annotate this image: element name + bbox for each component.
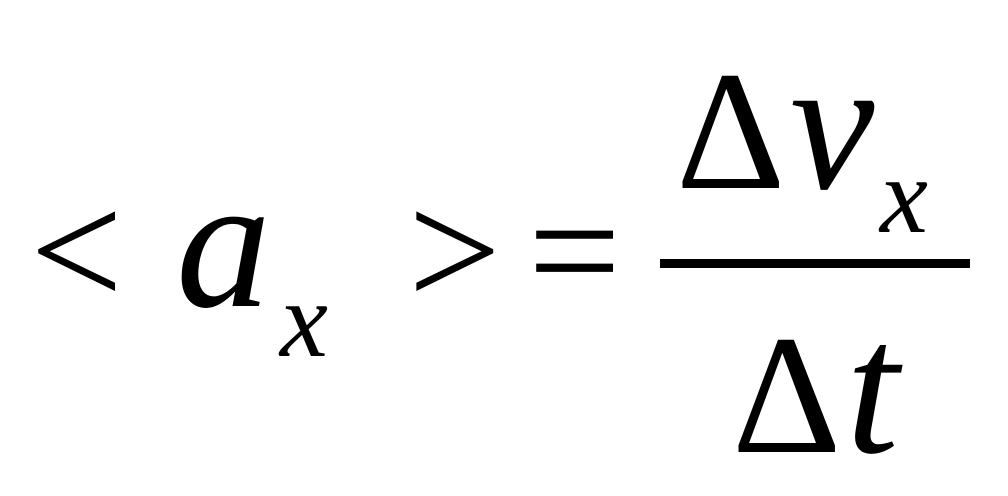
velocity-subscript: x (878, 137, 928, 256)
acceleration-subscript: x (278, 261, 328, 380)
denominator-delta: Δ (732, 301, 841, 489)
time-symbol: t (846, 284, 903, 494)
fraction-bar (660, 259, 970, 268)
open-angle-bracket: < (30, 159, 123, 342)
acceleration-symbol: a (176, 138, 271, 348)
numerator-delta: Δ (676, 37, 785, 225)
velocity-symbol: v (790, 20, 875, 230)
equals-sign: = (528, 159, 621, 342)
close-angle-bracket: > (408, 159, 501, 342)
